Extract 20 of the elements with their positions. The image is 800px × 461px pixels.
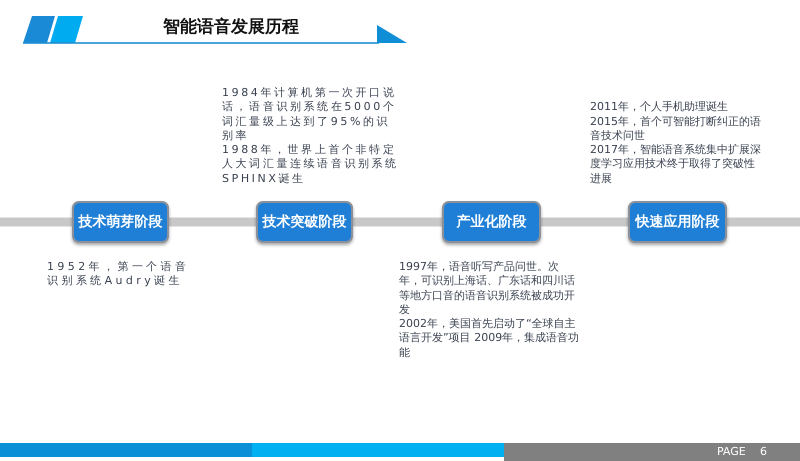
page-title: 智能语音发展历程 <box>162 16 300 38</box>
stage-box: 技术突破阶段 <box>256 201 353 243</box>
event-text: 2017年，智能语音系统集中扩展深度学习应用技术终于取得了突破性进展 <box>590 143 762 186</box>
timeline-line <box>727 218 800 226</box>
timeline-line <box>353 218 442 226</box>
event-text: 1952年，第一个语音识别系统Audry诞生 <box>47 260 190 289</box>
page-label: PAGE <box>717 444 746 460</box>
stage-box: 产业化阶段 <box>442 201 541 243</box>
stage-box: 快速应用阶段 <box>628 201 727 243</box>
page-number: 6 <box>760 444 767 460</box>
event-text: 2002年，美国首先启动了“全球自主语言开发”项目 2009年，集成语音功能 <box>399 317 580 360</box>
event-text: 2011年，个人手机助理诞生 <box>590 100 729 115</box>
event-text: 1984年计算机第一次开口说话，语音识别系统在5000个词汇量级上达到了95%的识别率 <box>222 86 398 144</box>
event-text: 1997年，语音听写产品问世。次年，可识别上海话、广东话和四川话等地方口音的语音识别系统被成功开发 <box>399 260 576 318</box>
event-text: 2015年，首个可智能打断纠正的语音技术问世 <box>590 114 762 144</box>
timeline-line <box>0 218 72 226</box>
timeline-line <box>169 218 256 226</box>
event-text: 1988年，世界上首个非特定人大词汇量连续语音识别系统SPHINX诞生 <box>222 143 400 186</box>
stage-box: 技术萌芽阶段 <box>72 201 169 243</box>
timeline-line <box>541 218 628 226</box>
